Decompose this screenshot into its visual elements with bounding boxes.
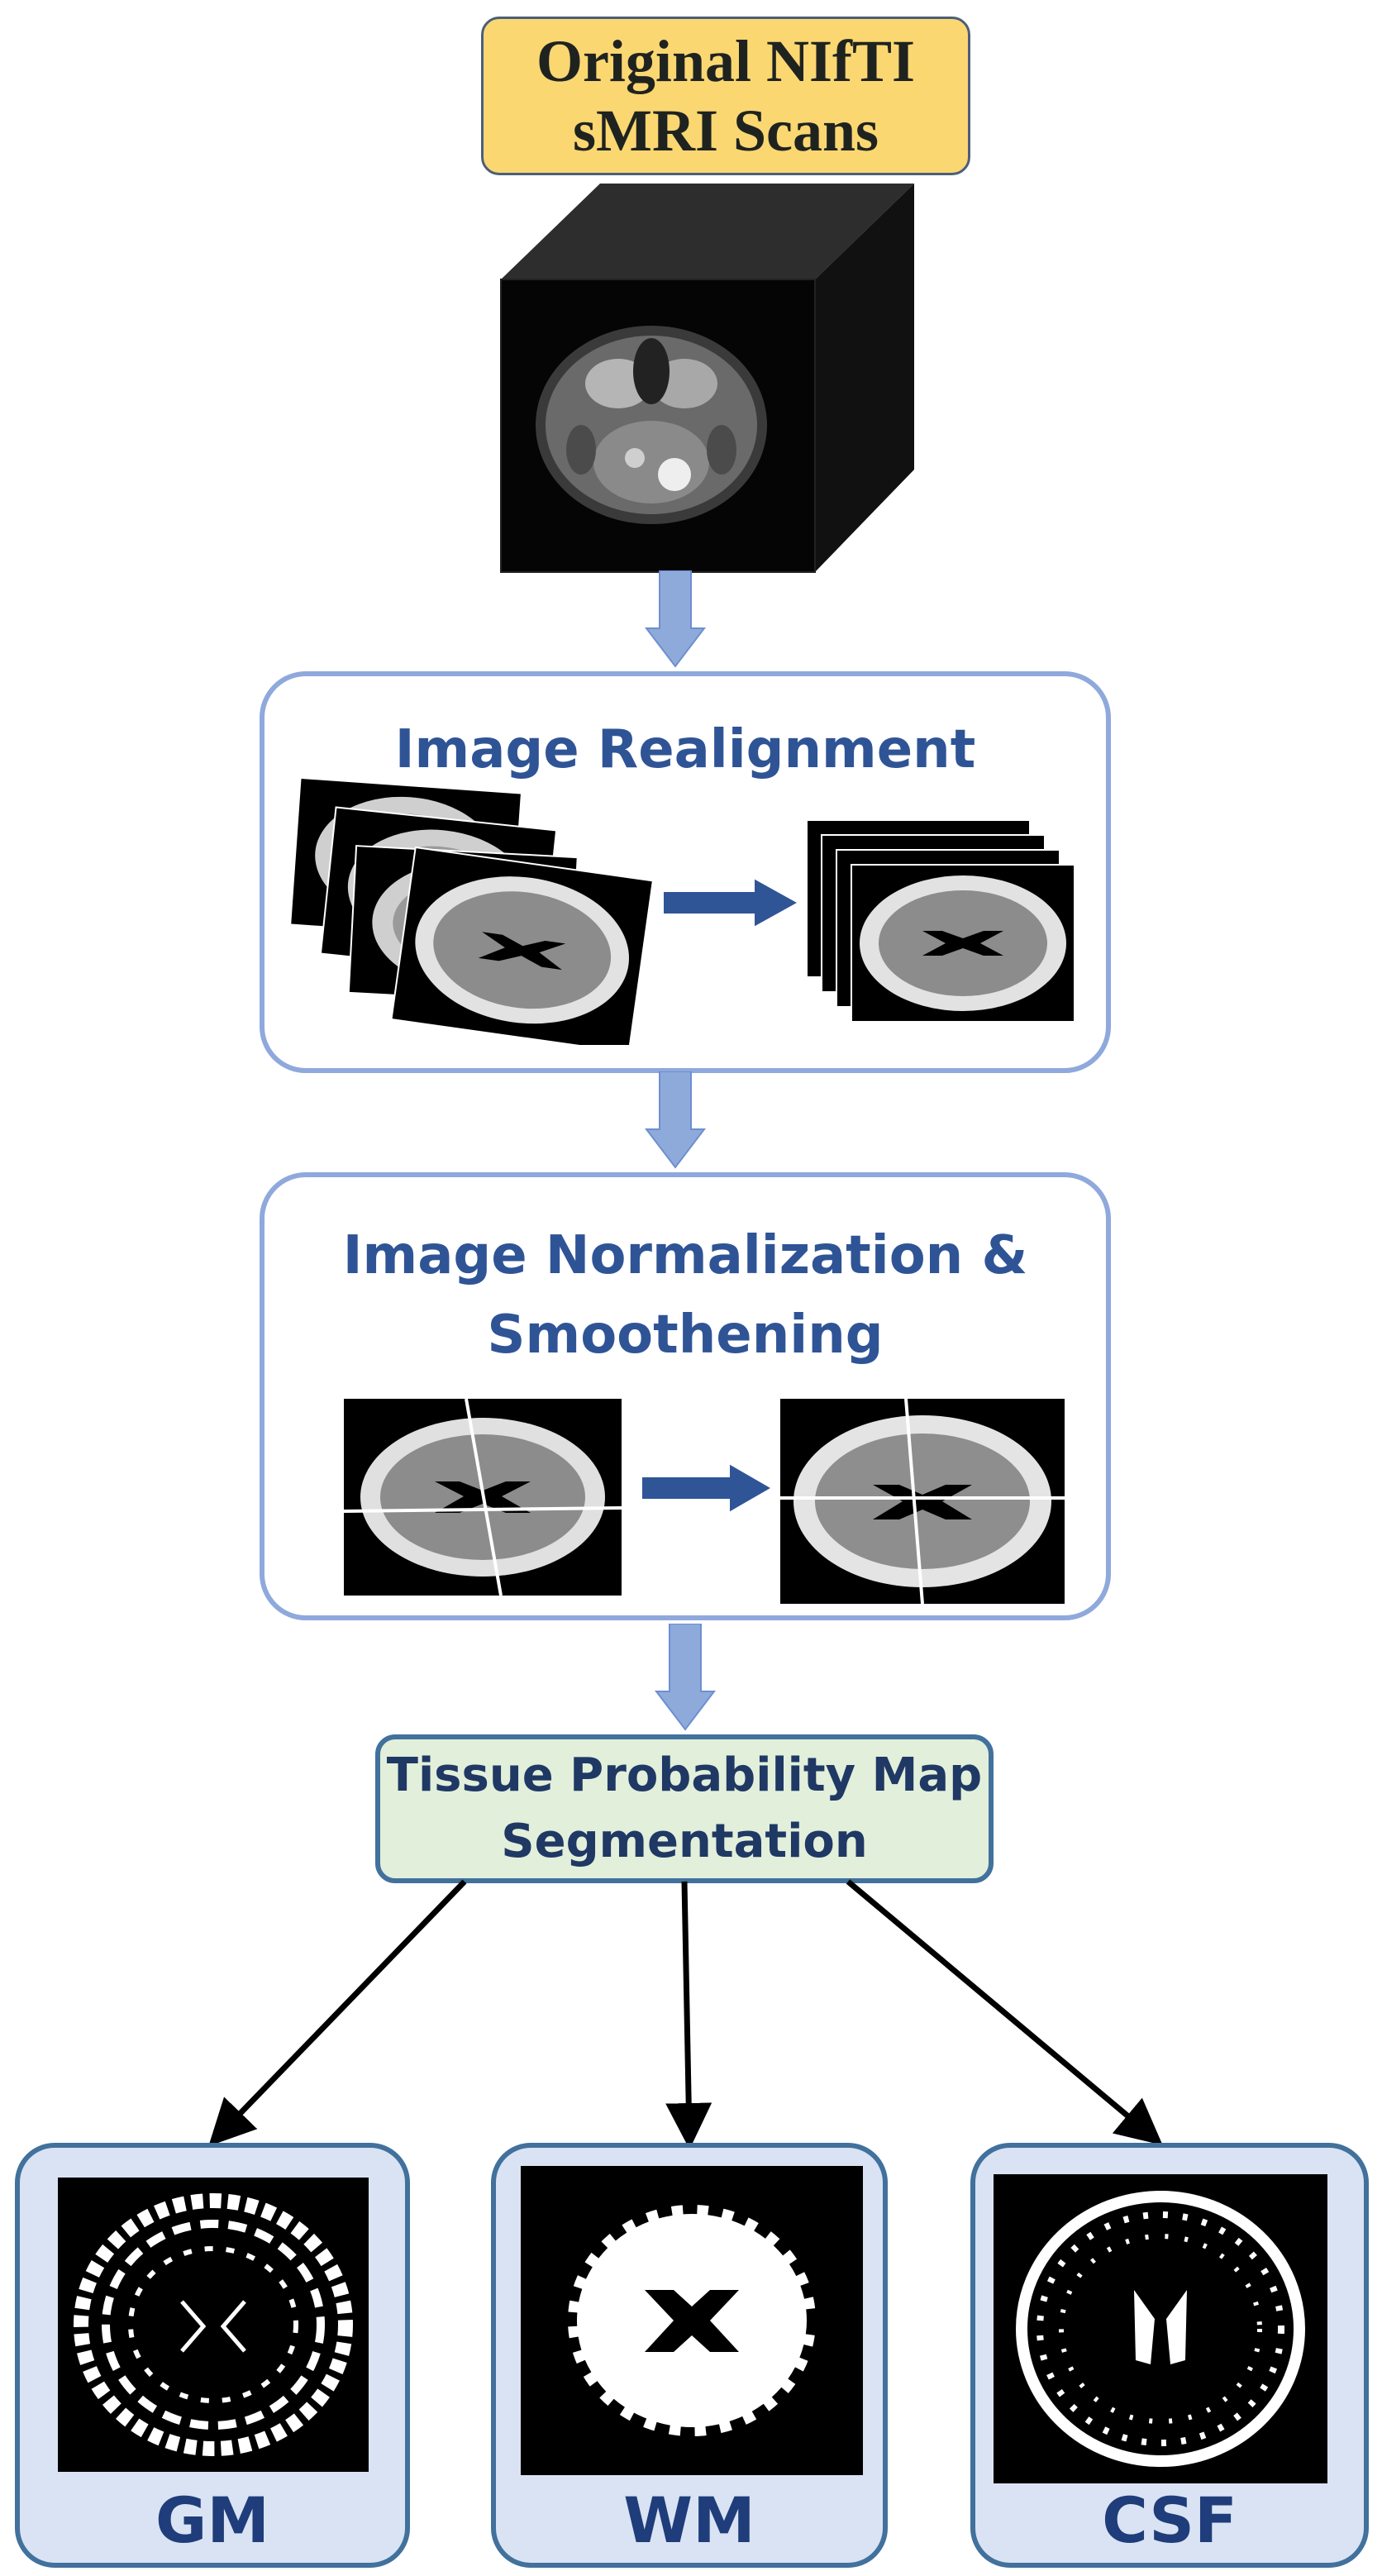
branch-arrows bbox=[208, 1879, 1163, 2149]
source-title-box: Original NIfTI sMRI Scans bbox=[481, 17, 970, 175]
flow-arrow-1 bbox=[645, 570, 706, 668]
realignment-inner-arrow bbox=[662, 876, 801, 929]
segmentation-line2: Segmentation bbox=[501, 1815, 868, 1868]
source-title-line1: Original NIfTI bbox=[536, 28, 916, 94]
flow-arrow-3 bbox=[655, 1624, 716, 1731]
csf-label: CSF bbox=[1102, 2483, 1237, 2557]
wm-segmentation-map bbox=[521, 2166, 863, 2475]
segmentation-box: Tissue Probability Map Segmentation bbox=[375, 1734, 994, 1883]
csf-segmentation-map bbox=[994, 2174, 1327, 2483]
misaligned-front-slice bbox=[390, 846, 653, 1045]
aligned-front-slice bbox=[860, 875, 1066, 1011]
source-title-line2: sMRI Scans bbox=[572, 98, 879, 164]
wm-label: WM bbox=[623, 2483, 755, 2557]
gm-segmentation-map bbox=[58, 2178, 369, 2472]
gm-label: GM bbox=[155, 2483, 269, 2557]
normalization-inner-arrow bbox=[641, 1462, 774, 1515]
misaligned-scan-stack bbox=[289, 776, 653, 1045]
cube-side-face bbox=[815, 184, 914, 572]
normalization-title-line2: Smoothening bbox=[487, 1305, 884, 1366]
normalization-title-line1: Image Normalization & bbox=[342, 1225, 1028, 1286]
axial-mri-slice bbox=[536, 326, 767, 524]
arrow-to-csf bbox=[846, 1879, 1163, 2145]
arrow-to-gm bbox=[208, 1879, 467, 2147]
mri-volume-cube bbox=[500, 184, 914, 573]
arrow-to-wm bbox=[665, 1881, 712, 2149]
pre-normalization-slice bbox=[344, 1399, 622, 1596]
cube-top-face bbox=[501, 184, 914, 279]
realignment-title: Image Realignment bbox=[394, 719, 976, 780]
post-normalization-slice bbox=[780, 1399, 1065, 1604]
segmentation-line1: Tissue Probability Map bbox=[386, 1748, 983, 1802]
flow-arrow-2 bbox=[645, 1071, 706, 1169]
aligned-scan-stack bbox=[806, 819, 1075, 1023]
